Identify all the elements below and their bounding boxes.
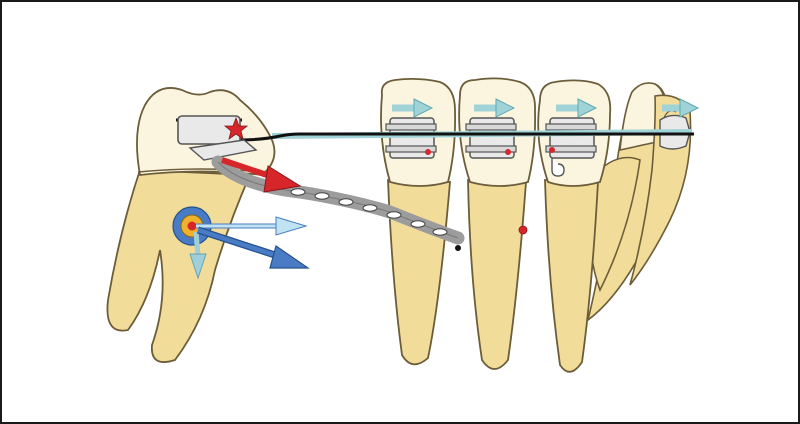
red-dot-icon: [518, 225, 528, 235]
bracket-dot-2: [505, 149, 511, 155]
horizontal-component-arrow: [196, 216, 308, 236]
movement-arrow-premolar-2: [474, 98, 516, 118]
applied-force-arrowhead: [263, 165, 302, 193]
bracket-dot-3: [549, 147, 555, 153]
movement-arrow-distal: [662, 98, 700, 118]
bracket-premolar-2: [465, 117, 517, 159]
movement-arrow-premolar-1: [392, 98, 434, 118]
archwire: [237, 132, 694, 142]
molar-tube: [177, 115, 258, 161]
red-star-icon: [223, 116, 249, 140]
resultant-force-arrow: [196, 226, 310, 269]
vertical-component-arrow: [189, 231, 207, 280]
movement-arrow-premolar-3: [556, 98, 598, 118]
bracket-premolar-1: [385, 117, 437, 159]
bracket-premolar-3: [545, 117, 597, 177]
bracket-dot-1: [425, 149, 431, 155]
power-chain: [211, 155, 465, 251]
